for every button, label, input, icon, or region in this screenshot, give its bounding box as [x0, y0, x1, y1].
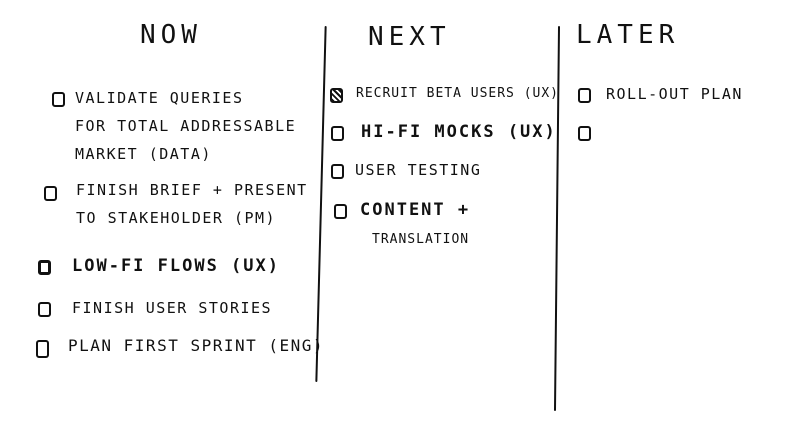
item-text: LOW-FI FLOWS (UX)	[72, 252, 280, 280]
checkbox[interactable]	[578, 126, 591, 141]
checkbox[interactable]	[36, 340, 49, 358]
item-text: FINISH BRIEF + PRESENT TO STAKEHOLDER (P…	[76, 176, 308, 232]
checkbox-checked[interactable]	[330, 88, 343, 103]
column-title-next: NEXT	[368, 22, 451, 52]
item-line: LOW-FI FLOWS (UX)	[72, 256, 280, 276]
item-line: PLAN FIRST SPRINT (ENG)	[68, 336, 325, 355]
item-text: USER TESTING	[355, 156, 481, 184]
column-title-now: NOW	[140, 20, 202, 50]
item-line: TO STAKEHOLDER (PM)	[76, 209, 277, 227]
checkbox[interactable]	[44, 186, 57, 201]
item-line: MARKET (DATA)	[75, 145, 212, 163]
item-line: FOR TOTAL ADDRESSABLE	[75, 117, 297, 135]
item-line: FINISH USER STORIES	[72, 299, 273, 317]
item-text: CONTENT +	[360, 196, 470, 224]
item-line: USER TESTING	[355, 161, 482, 179]
item-line: RECRUIT BETA USERS (UX)	[356, 86, 560, 101]
item-line: HI-FI MOCKS (UX)	[361, 122, 557, 142]
checkbox[interactable]	[38, 260, 51, 275]
item-line: FINISH BRIEF + PRESENT	[76, 181, 308, 199]
column-title-later: LATER	[576, 20, 680, 50]
item-text: VALIDATE QUERIES FOR TOTAL ADDRESSABLE M…	[75, 84, 296, 168]
checkbox[interactable]	[331, 126, 344, 141]
item-line: ROLL-OUT PLAN	[606, 85, 743, 103]
item-line: VALIDATE QUERIES	[75, 89, 244, 107]
item-line: CONTENT +	[360, 200, 471, 220]
item-text: ROLL-OUT PLAN	[606, 80, 743, 108]
item-text: FINISH USER STORIES	[72, 294, 272, 322]
item-text-continued: TRANSLATION	[372, 226, 469, 254]
checkbox[interactable]	[38, 302, 51, 317]
checkbox[interactable]	[334, 204, 347, 219]
checkbox[interactable]	[52, 92, 65, 107]
item-text: PLAN FIRST SPRINT (ENG)	[68, 332, 324, 360]
item-line: TRANSLATION	[372, 232, 470, 247]
column-divider-now-next	[315, 26, 327, 382]
checkbox[interactable]	[578, 88, 591, 103]
item-text: HI-FI MOCKS (UX)	[361, 118, 557, 146]
item-text: RECRUIT BETA USERS (UX)	[356, 80, 559, 108]
checkbox[interactable]	[331, 164, 344, 179]
